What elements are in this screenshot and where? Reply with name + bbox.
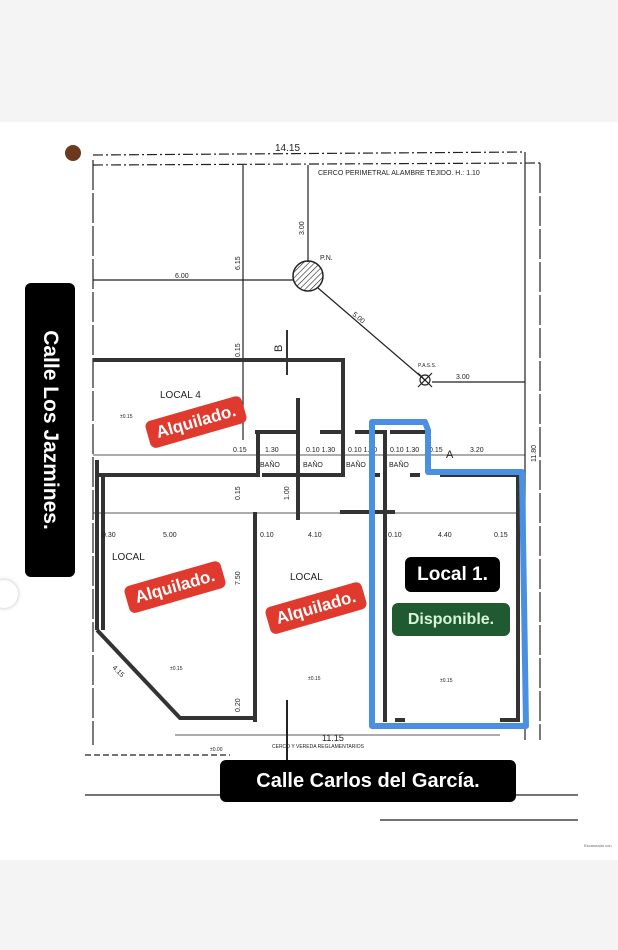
front-street-label: Calle Carlos del García. (220, 760, 516, 802)
section-b: B (273, 345, 285, 352)
dim: 1.00 (284, 486, 291, 500)
floor-plan: 14.15 CERCO PERIMETRAL ALAMBRE TEJIDO. H… (0, 122, 618, 860)
level: ±0.15 (440, 678, 453, 684)
dim: 3.20 (470, 447, 484, 454)
bano-label: BAÑO (389, 460, 409, 469)
dim: 4.10 (308, 532, 322, 539)
dim: 3.00 (299, 221, 306, 235)
pn-label: P.N. (320, 255, 333, 262)
dim: 1.30 (265, 447, 279, 454)
dim: 3.00 (456, 374, 470, 381)
dim: 0.30 (102, 532, 116, 539)
floor-plan-drawing: 14.15 CERCO PERIMETRAL ALAMBRE TEJIDO. H… (65, 143, 578, 821)
bano-label: BAÑO (346, 460, 366, 469)
dim: 0.10 (260, 532, 274, 539)
local1-highlight (369, 419, 529, 729)
dim: 0.10 1.30 (390, 447, 419, 454)
dim: 0.15 (494, 532, 508, 539)
dim: 0.15 (235, 343, 242, 357)
fence-note: CERCO PERIMETRAL ALAMBRE TEJIDO. H.: 1.1… (318, 170, 480, 177)
level: ±0.15 (170, 666, 183, 672)
dim: 0.20 (235, 698, 242, 712)
dim: 0.10 1.30 (306, 447, 335, 454)
level: ±0.00 (210, 747, 223, 753)
dim: 7.50 (235, 571, 242, 585)
dim: 0.10 (388, 532, 402, 539)
level: ±0.15 (120, 414, 133, 420)
bano-label: BAÑO (303, 460, 323, 469)
dim: 11.15 (322, 733, 344, 743)
dim: 4.40 (438, 532, 452, 539)
dim: 0.10 1.30 (348, 447, 377, 454)
available-badge: Disponible. (392, 603, 510, 636)
local1-label: Local 1. (405, 557, 500, 592)
side-street-text: Calle Los Jazmines. (39, 330, 62, 530)
hole-punch (65, 145, 81, 161)
dim: 6.00 (175, 273, 189, 280)
local-label: LOCAL (290, 572, 323, 583)
dim: 6.15 (235, 256, 242, 270)
pn-marker (292, 260, 324, 292)
pass-label: P.A.S.S. (418, 363, 436, 369)
section-a: A (446, 449, 454, 461)
bano-label: BAÑO (260, 460, 280, 469)
level: ±0.15 (308, 676, 321, 682)
local4-label: LOCAL 4 (160, 390, 201, 401)
side-street-label: Calle Los Jazmines. (25, 283, 75, 577)
dim: 0.15 (235, 486, 242, 500)
local-label: LOCAL (112, 552, 145, 563)
dim: 11.80 (531, 445, 538, 462)
dim: 5.00 (163, 532, 177, 539)
street-note: CERCO Y VEREDA REGLAMENTARIOS (272, 744, 365, 750)
dim: 0.15 (429, 447, 443, 454)
dim-total-width: 14.15 (275, 143, 300, 154)
scanner-footer: Escaneado con (584, 843, 612, 848)
dim: 0.15 (233, 447, 247, 454)
dim: 4.15 (111, 664, 126, 679)
page-handle[interactable] (0, 580, 18, 608)
